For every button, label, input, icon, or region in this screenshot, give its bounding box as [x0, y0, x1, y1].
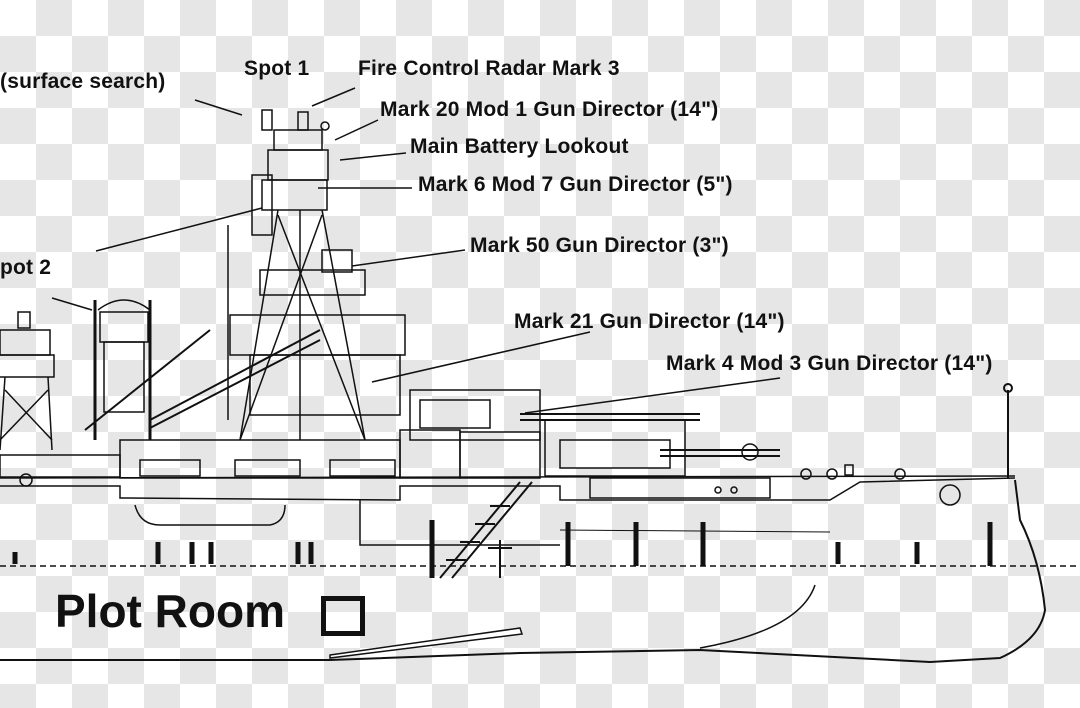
mark6-director-label: Mark 6 Mod 7 Gun Director (5"): [418, 173, 733, 196]
crane: [85, 330, 320, 430]
mark50-director-label: Mark 50 Gun Director (3"): [470, 234, 729, 257]
spot1-label: Spot 1: [244, 57, 310, 80]
accommodation-ladder: [440, 482, 532, 578]
mark21-director-label: Mark 21 Gun Director (14"): [514, 310, 785, 333]
plot-room-label: Plot Room: [55, 585, 285, 637]
spot2-label: pot 2: [0, 256, 52, 279]
gun-barrels: [520, 414, 780, 456]
plot-room-marker: [321, 596, 365, 636]
surface-search-label: (surface search): [0, 70, 166, 93]
mark4-director-label: Mark 4 Mod 3 Gun Director (14"): [666, 352, 993, 375]
fire-control-radar-label: Fire Control Radar Mark 3: [358, 57, 620, 80]
jackstaff: [1004, 384, 1012, 478]
leader-lines: [52, 88, 780, 413]
foremast: [228, 110, 405, 440]
mainmast: [0, 300, 150, 450]
posts: [15, 520, 990, 578]
deck-fittings: [20, 444, 960, 505]
main-battery-lookout-label: Main Battery Lookout: [410, 135, 629, 158]
mark20-director-label: Mark 20 Mod 1 Gun Director (14"): [380, 98, 719, 121]
